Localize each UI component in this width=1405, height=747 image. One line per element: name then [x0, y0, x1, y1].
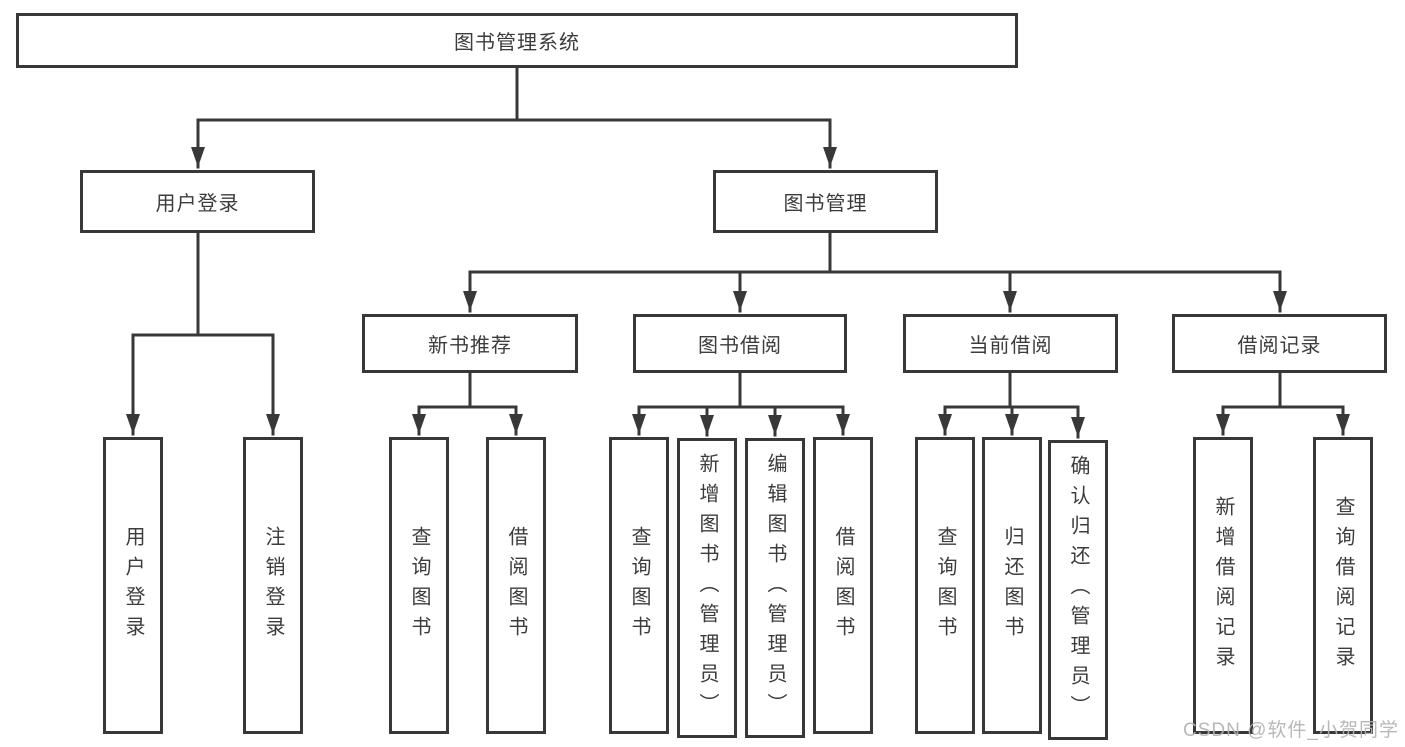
node-current-borrow-label: 当前借阅	[968, 335, 1053, 357]
node-book-borrow: 图书借阅	[633, 314, 847, 373]
node-logout-leaf: 注销登录	[243, 437, 303, 734]
node-borrow-books-borrow: 借阅图书	[813, 437, 873, 734]
node-user-login-branch-label: 用户登录	[155, 193, 240, 215]
node-borrow-records-label: 借阅记录	[1237, 335, 1322, 357]
node-borrow-books-recommend: 借阅图书	[486, 437, 546, 734]
leaf-label: 借阅图书	[505, 525, 527, 646]
node-add-books-admin: 新增图书（管理员）	[677, 438, 737, 738]
leaf-label: 查询图书	[934, 525, 956, 646]
node-user-login-leaf: 用户登录	[103, 437, 163, 734]
node-borrow-records: 借阅记录	[1172, 314, 1387, 373]
leaf-label: 查询图书	[408, 525, 430, 646]
node-new-book-recommend-label: 新书推荐	[428, 335, 512, 357]
node-query-books-borrow: 查询图书	[609, 437, 669, 734]
leaf-label: 编辑图书（管理员）	[764, 453, 786, 723]
leaf-label: 新增图书（管理员）	[696, 453, 718, 723]
leaf-label: 查询借阅记录	[1332, 495, 1354, 676]
leaf-label: 借阅图书	[832, 525, 854, 646]
leaf-label: 注销登录	[262, 525, 284, 646]
node-confirm-return-admin: 确认归还（管理员）	[1048, 440, 1108, 740]
node-query-books-current: 查询图书	[915, 437, 975, 734]
node-user-login-branch: 用户登录	[80, 170, 315, 233]
node-return-books: 归还图书	[982, 437, 1042, 734]
leaf-label: 确认归还（管理员）	[1067, 455, 1089, 725]
node-book-borrow-label: 图书借阅	[698, 335, 782, 357]
node-add-borrow-record: 新增借阅记录	[1193, 437, 1253, 734]
leaf-label: 用户登录	[122, 525, 144, 646]
node-query-borrow-record: 查询借阅记录	[1313, 437, 1373, 734]
leaf-label: 新增借阅记录	[1212, 495, 1234, 676]
leaf-label: 归还图书	[1001, 525, 1023, 646]
node-new-book-recommend: 新书推荐	[362, 314, 578, 373]
leaf-label: 查询图书	[628, 525, 650, 646]
node-current-borrow: 当前借阅	[903, 314, 1118, 373]
node-book-mgmt-branch-label: 图书管理	[783, 193, 868, 215]
node-root: 图书管理系统	[16, 13, 1018, 68]
watermark: CSDN @软件_小贺同学	[1183, 720, 1399, 741]
node-book-mgmt-branch: 图书管理	[713, 170, 938, 233]
node-edit-books-admin: 编辑图书（管理员）	[745, 438, 805, 738]
node-query-books-recommend: 查询图书	[389, 437, 449, 734]
node-root-label: 图书管理系统	[454, 32, 580, 54]
